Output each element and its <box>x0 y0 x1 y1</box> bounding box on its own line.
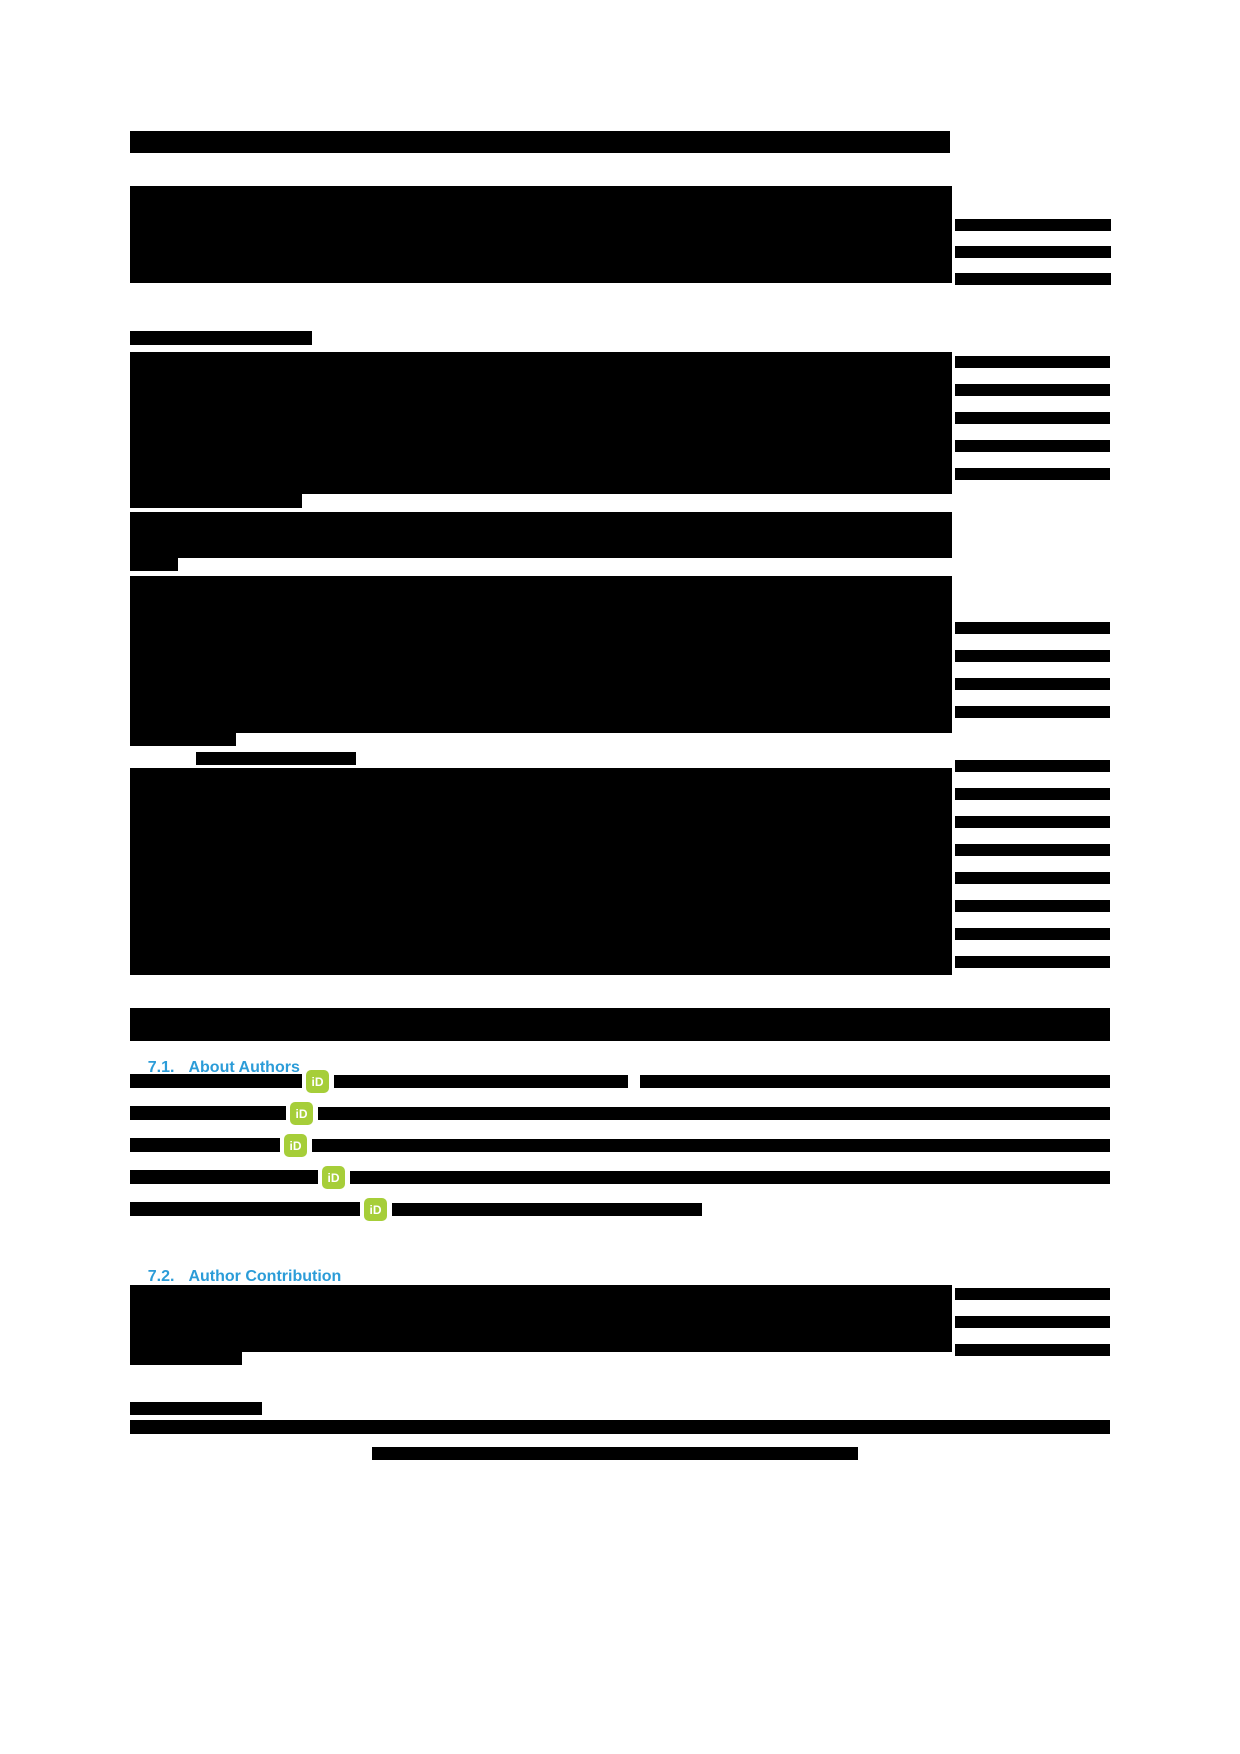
redacted-line <box>955 788 1110 800</box>
redacted-line <box>955 219 1111 231</box>
section-heading-author-contribution: 7.2. Author Contribution <box>130 1251 342 1302</box>
redacted-line-indent <box>196 752 356 765</box>
redacted-paragraph <box>130 576 952 733</box>
redacted-line <box>955 760 1110 772</box>
redacted-line <box>955 706 1110 718</box>
redacted-line-end <box>130 558 178 571</box>
redacted-author-affiliation-5 <box>392 1203 702 1216</box>
redacted-line <box>955 650 1110 662</box>
redacted-line <box>955 872 1110 884</box>
redacted-author-name-1 <box>130 1074 302 1088</box>
redacted-line <box>955 273 1111 285</box>
redacted-line-end <box>130 733 236 746</box>
redacted-line <box>955 956 1110 968</box>
redacted-title <box>130 131 950 153</box>
redacted-author-name-2 <box>130 1106 286 1120</box>
redacted-author-affiliation-1b <box>640 1075 1110 1088</box>
redacted-line <box>955 384 1110 396</box>
redacted-author-name-5 <box>130 1202 360 1216</box>
section-label: Author Contribution <box>188 1268 342 1285</box>
redacted-author-name-4 <box>130 1170 318 1184</box>
redacted-author-affiliation-1 <box>334 1075 628 1088</box>
redacted-line <box>955 412 1110 424</box>
redacted-line <box>955 928 1110 940</box>
redacted-section-intro <box>130 1008 1110 1041</box>
redacted-subheading <box>130 1402 262 1415</box>
orcid-icon-label: iD <box>327 1170 340 1185</box>
redacted-line <box>955 1344 1110 1356</box>
redacted-line <box>955 356 1110 368</box>
redacted-paragraph <box>130 768 952 975</box>
orcid-icon[interactable]: iD <box>284 1134 307 1157</box>
orcid-icon-label: iD <box>295 1106 308 1121</box>
orcid-icon-label: iD <box>311 1074 324 1089</box>
redacted-paragraph <box>130 186 952 283</box>
redacted-line-end <box>130 1352 242 1365</box>
section-number: 7.1. <box>147 1059 175 1076</box>
redacted-line <box>955 844 1110 856</box>
redacted-author-name-3 <box>130 1138 280 1152</box>
redacted-line <box>955 1288 1110 1300</box>
section-number: 7.2. <box>147 1268 175 1285</box>
redacted-line <box>955 622 1110 634</box>
redacted-line <box>955 1316 1110 1328</box>
redacted-line <box>955 246 1111 258</box>
redacted-line <box>130 1420 1110 1434</box>
redacted-line-centered <box>372 1447 858 1460</box>
section-label: About Authors <box>188 1059 300 1076</box>
redacted-line <box>955 900 1110 912</box>
redacted-author-affiliation-2 <box>318 1107 1110 1120</box>
redacted-paragraph <box>130 352 952 494</box>
orcid-icon[interactable]: iD <box>322 1166 345 1189</box>
orcid-icon-label: iD <box>289 1138 302 1153</box>
redacted-line <box>955 440 1110 452</box>
redacted-line-end <box>130 494 302 508</box>
redacted-paragraph <box>130 512 952 558</box>
redacted-line <box>955 468 1110 480</box>
redacted-subheading <box>130 331 312 345</box>
redacted-author-affiliation-3 <box>312 1139 1110 1152</box>
orcid-icon[interactable]: iD <box>290 1102 313 1125</box>
orcid-icon-label: iD <box>369 1202 382 1217</box>
redacted-line <box>955 816 1110 828</box>
orcid-icon[interactable]: iD <box>306 1070 329 1093</box>
redacted-line <box>955 678 1110 690</box>
orcid-icon[interactable]: iD <box>364 1198 387 1221</box>
redacted-paragraph <box>130 1285 952 1352</box>
redacted-author-affiliation-4 <box>350 1171 1110 1184</box>
section-heading-about-authors: 7.1. About Authors <box>130 1042 300 1093</box>
